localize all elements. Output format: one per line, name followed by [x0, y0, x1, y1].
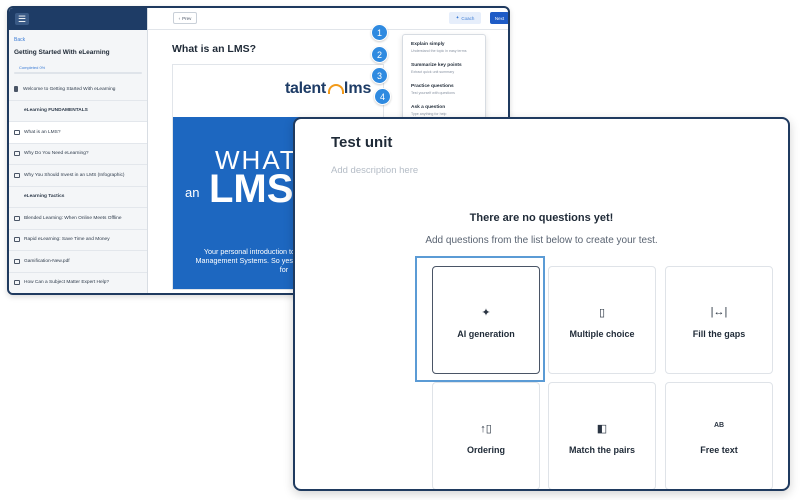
sidebar-item-label: Why You Should Invest in an LMS (Infogra… — [24, 172, 125, 178]
presentation-icon — [14, 172, 20, 178]
menu-item-title: Summarize key points — [411, 63, 462, 68]
question-type-label: Match the pairs — [568, 445, 635, 455]
sparkle-icon: ✦ — [481, 307, 491, 319]
menu-item-summarize[interactable]: Summarize key points Extract quick unit … — [411, 63, 462, 74]
sidebar-section-header: eLearning Tactics — [9, 187, 147, 208]
sidebar-item[interactable]: Gamification-New.pdf — [9, 251, 147, 273]
question-type-label: Free text — [700, 445, 738, 455]
question-type-ai-generation[interactable]: ✦ AI generation — [432, 266, 540, 374]
menu-item-explain[interactable]: Explain simply Understand the topic in e… — [411, 42, 467, 53]
logo-tail: lms — [343, 80, 372, 97]
coach-dropdown-menu: Explain simply Understand the topic in e… — [402, 34, 486, 120]
step-badge-2: 2 — [371, 46, 388, 63]
question-type-label: Fill the gaps — [692, 329, 746, 339]
sidebar-item-label: Blended Learning: When Online Meets Offl… — [24, 215, 122, 221]
test-unit-window: Test unit Add description here There are… — [293, 117, 790, 491]
question-type-label: AI generation — [457, 329, 515, 339]
question-type-label: Ordering — [466, 445, 505, 455]
selection-highlight — [415, 256, 545, 382]
sidebar-item-label: eLearning Tactics — [24, 194, 65, 200]
question-type-ordering[interactable]: ↑▯ Ordering — [432, 382, 540, 489]
sidebar-item[interactable]: Blended Learning: When Online Meets Offl… — [9, 208, 147, 230]
menu-item-subtitle: Understand the topic in easy terms — [411, 49, 467, 53]
question-type-label: Multiple choice — [569, 329, 635, 339]
presentation-icon — [14, 129, 20, 135]
menu-item-subtitle: Test yourself with questions — [411, 91, 455, 95]
step-badge-3: 3 — [371, 67, 388, 84]
slide-heading-lms: LMS — [209, 167, 294, 211]
sidebar-item-label: Why Do You Need eLearning? — [24, 151, 89, 157]
question-type-match-the-pairs[interactable]: ◧ Match the pairs — [548, 382, 656, 489]
question-type-multiple-choice[interactable]: ▯ Multiple choice — [548, 266, 656, 374]
menu-item-ask[interactable]: Ask a question Type anything for help — [411, 105, 446, 116]
lesson-title: What is an LMS? — [172, 43, 256, 55]
empty-state-subtitle: Add questions from the list below to cre… — [425, 235, 658, 246]
step-badge-4: 4 — [374, 88, 391, 105]
presentation-icon — [14, 258, 20, 264]
sidebar-item[interactable]: Welcome to Getting Started With eLearnin… — [9, 79, 147, 101]
sidebar-item-label: Rapid eLearning: Save Time and Money — [24, 237, 110, 243]
multiple-choice-icon: ▯ — [598, 307, 606, 319]
prev-label: Prev — [182, 15, 192, 21]
question-type-fill-the-gaps[interactable]: |↔| Fill the gaps — [665, 266, 773, 374]
sparkle-icon: ✦ — [455, 15, 460, 20]
sidebar-header: ☰ — [9, 8, 147, 30]
step-badge-1: 1 — [371, 24, 388, 41]
coach-button[interactable]: ✦ Coach — [449, 12, 481, 24]
back-link[interactable]: Back — [14, 37, 26, 43]
free-text-icon: AB — [713, 422, 725, 429]
prev-button[interactable]: ‹ Prev — [173, 12, 197, 24]
next-button[interactable]: Next — [490, 12, 508, 24]
unit-list: Welcome to Getting Started With eLearnin… — [9, 79, 147, 294]
sidebar-item[interactable]: Why You Should Invest in an LMS (Infogra… — [9, 165, 147, 187]
course-sidebar: ☰ Back Getting Started With eLearning Co… — [9, 8, 148, 293]
sidebar-item-label: How Can a Subject Matter Expert Help? — [24, 280, 110, 286]
menu-item-practice[interactable]: Practice questions Test yourself with qu… — [411, 84, 455, 95]
presentation-icon — [14, 215, 20, 221]
question-type-free-text[interactable]: AB Free text — [665, 382, 773, 489]
talentlms-logo: talent lms — [173, 65, 383, 113]
slide-heading-an: an — [185, 185, 200, 200]
course-title: Getting Started With eLearning — [14, 49, 110, 56]
presentation-icon — [14, 237, 20, 243]
hamburger-icon[interactable]: ☰ — [15, 13, 29, 25]
progress-label: Completed 0% — [19, 65, 46, 70]
menu-item-title: Ask a question — [411, 105, 446, 110]
slide-heading-what: WHAT — [215, 145, 298, 175]
cloud-icon — [327, 84, 344, 94]
sidebar-item-label: eLearning FUNDAMENTALS — [24, 108, 88, 114]
ordering-icon: ↑▯ — [480, 423, 492, 435]
coach-label: Coach — [461, 15, 475, 21]
document-icon — [14, 86, 18, 93]
sidebar-item[interactable]: How Can a Subject Matter Expert Help? — [9, 273, 147, 294]
match-pairs-icon: ◧ — [596, 423, 608, 435]
menu-item-subtitle: Type anything for help — [411, 112, 447, 116]
lesson-topbar: ‹ Prev ✦ Coach Next — [148, 8, 508, 30]
presentation-icon — [14, 151, 20, 157]
menu-item-title: Explain simply — [411, 42, 445, 47]
chevron-left-icon: ‹ — [178, 15, 181, 21]
sidebar-item[interactable]: What is an LMS? — [9, 122, 147, 144]
presentation-icon — [14, 280, 20, 286]
sidebar-item-label: Gamification-New.pdf — [24, 258, 70, 264]
progress-bar — [14, 72, 142, 74]
sidebar-section-header: eLearning FUNDAMENTALS — [9, 101, 147, 122]
sidebar-item-label: Welcome to Getting Started With eLearnin… — [23, 86, 116, 92]
slide-intro-text: Your personal introduction to the world … — [195, 247, 373, 274]
sidebar-item[interactable]: Rapid eLearning: Save Time and Money — [9, 230, 147, 251]
fill-gaps-icon: |↔| — [710, 306, 728, 318]
logo-text: talent — [285, 80, 326, 97]
menu-item-subtitle: Extract quick unit summary — [411, 70, 455, 74]
sidebar-item-label: What is an LMS? — [24, 129, 61, 135]
test-unit-title[interactable]: Test unit — [331, 134, 393, 151]
description-field[interactable]: Add description here — [331, 165, 419, 176]
empty-state-title: There are no questions yet! — [469, 212, 614, 224]
sidebar-item[interactable]: Why Do You Need eLearning? — [9, 144, 147, 165]
menu-item-title: Practice questions — [411, 84, 454, 89]
